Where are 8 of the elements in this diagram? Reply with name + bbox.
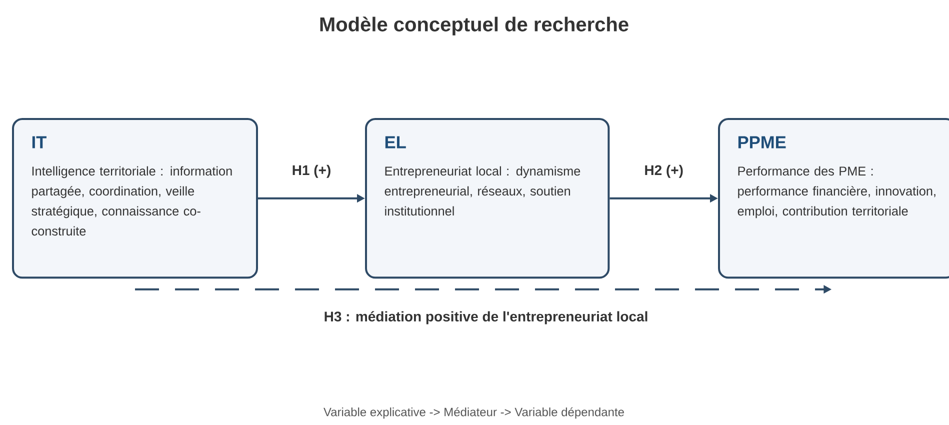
title: Modèle conceptuel de recherche <box>320 16 628 36</box>
caption: Variable explicative -> Médiateur -> Variable dépendante <box>324 407 624 419</box>
edge-label: H1 (+) <box>290 163 332 180</box>
concept-box: IT Intelligence territoriale : information partagée, coordination, veille stratégique, connaissance co-construite <box>12 118 258 279</box>
concept-box: PPME Performance des PME : performance financière, innovation, emploi, contribution territoriale <box>718 118 949 279</box>
concept-box: EL Entrepreneuriat local : dynamisme entrepreneurial, réseaux, soutien institutionnel <box>365 118 610 279</box>
edge-label: H3 : médiation positive de l'entrepreneuriat local <box>322 310 650 326</box>
edge-label: H2 (+) <box>642 163 685 180</box>
